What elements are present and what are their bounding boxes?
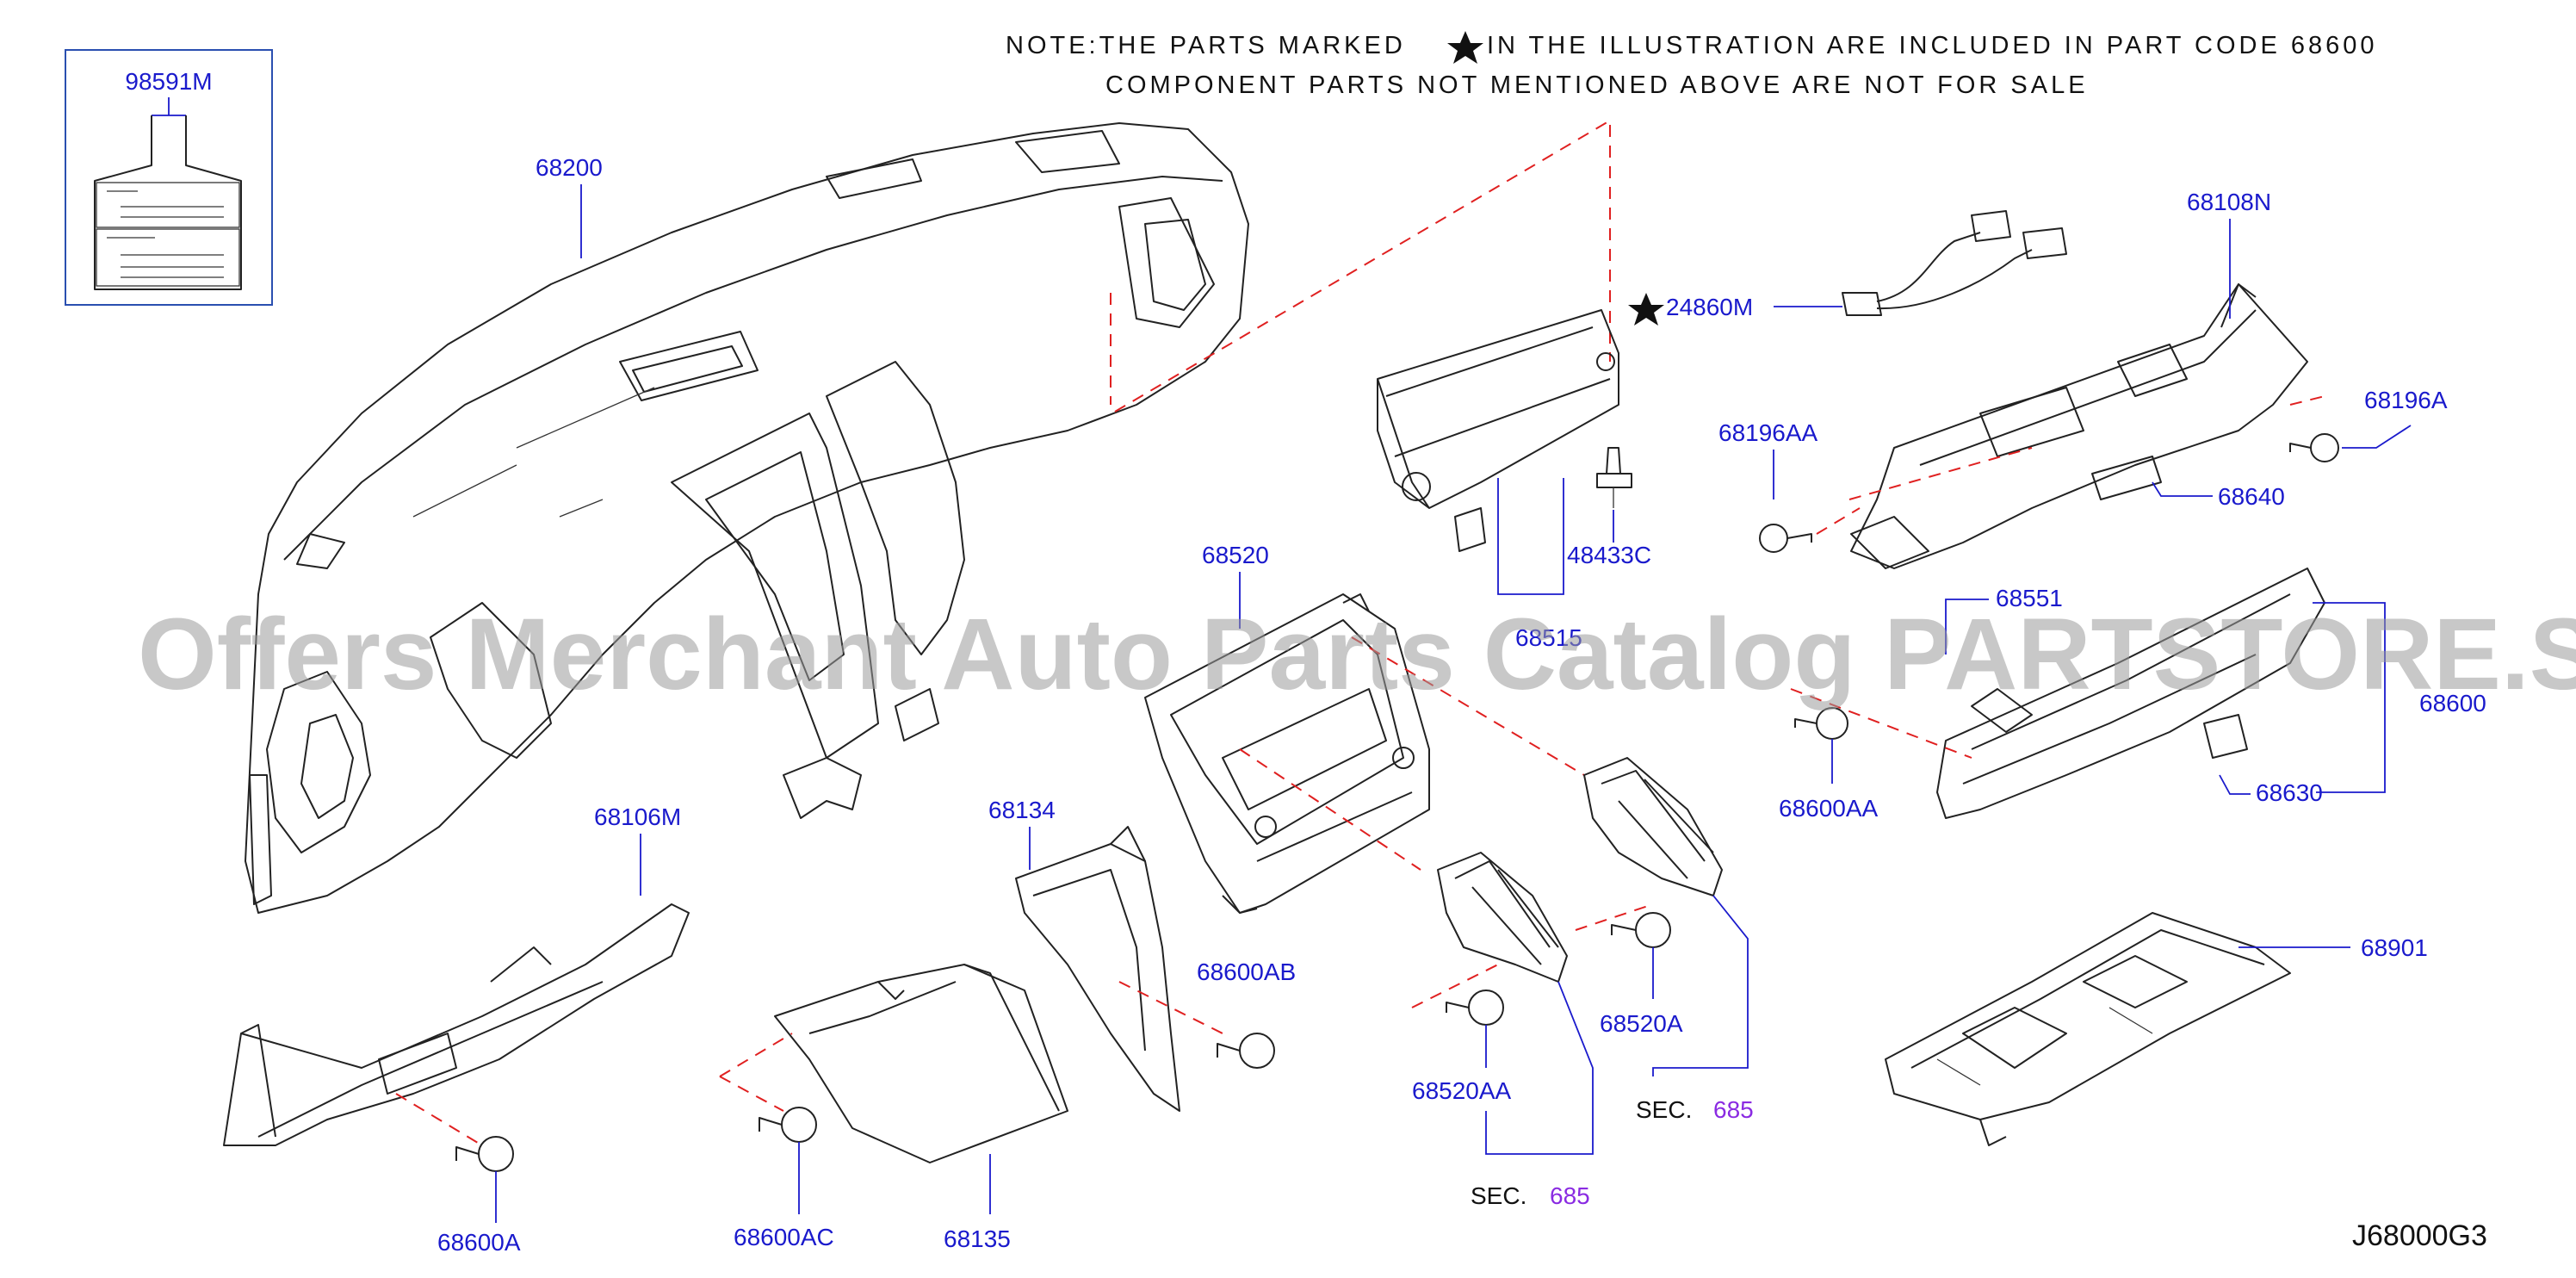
section-label-right: SEC. [1636, 1096, 1692, 1123]
part-label-68630[interactable]: 68630 [2256, 779, 2323, 806]
finisher-68134: 68134 [988, 797, 1180, 1112]
star-icon [1447, 31, 1483, 64]
part-label-68600AA[interactable]: 68600AA [1779, 795, 1879, 822]
part-label-68600A[interactable]: 68600A [437, 1229, 521, 1256]
tray-68901: 68901 [1885, 912, 2428, 1146]
drawing-code: J68000G3 [2352, 1219, 2487, 1252]
section-number-right[interactable]: 685 [1713, 1096, 1754, 1123]
part-label-68640[interactable]: 68640 [2218, 483, 2285, 510]
part-label-68200[interactable]: 68200 [536, 154, 603, 181]
part-label-68600AC[interactable]: 68600AC [734, 1224, 834, 1250]
finisher-68106M: 68106M [223, 803, 690, 1146]
note-line-1-start: NOTE:THE PARTS MARKED [1006, 32, 1406, 59]
part-label-68108N[interactable]: 68108N [2187, 189, 2271, 215]
part-label-68135[interactable]: 68135 [944, 1225, 1011, 1252]
cluster-lid-68520: 68520 [1144, 542, 1430, 914]
glovebox-68600: 68551 68600 68630 [1936, 568, 2486, 819]
section-label-left: SEC. [1471, 1182, 1526, 1209]
watermark: Offers Merchant Auto Parts Catalog PARTS… [138, 598, 2576, 711]
clip-68600AC: 68600AC [734, 1107, 834, 1250]
section-ref-left: SEC. 685 [1471, 981, 1594, 1209]
part-label-68600[interactable]: 68600 [2419, 690, 2486, 717]
harness-24860M: 24860M [1628, 210, 2067, 326]
section-number-left[interactable]: 685 [1550, 1182, 1590, 1209]
part-label-68600AB[interactable]: 68600AB [1197, 958, 1296, 985]
part-label-68520AA[interactable]: 68520AA [1412, 1077, 1512, 1104]
label-box-98591M: 98591M [65, 49, 273, 306]
clip-68196A: 68196A [2289, 387, 2448, 462]
note-line-1-end: IN THE ILLUSTRATION ARE INCLUDED IN PART… [1487, 32, 2378, 59]
cover-68135: 68135 [774, 964, 1068, 1252]
part-label-68134[interactable]: 68134 [988, 797, 1056, 823]
part-label-68196A[interactable]: 68196A [2364, 387, 2448, 413]
note-block: NOTE:THE PARTS MARKED IN THE ILLUSTRATIO… [1006, 31, 2378, 99]
part-label-24860M[interactable]: 24860M [1666, 294, 1753, 320]
part-label-68106M[interactable]: 68106M [594, 803, 681, 830]
bracket-68108N: 68108N 68640 [1850, 189, 2308, 569]
note-line-2: COMPONENT PARTS NOT MENTIONED ABOVE ARE … [1105, 71, 2089, 99]
part-label-98591M[interactable]: 98591M [125, 68, 212, 95]
part-label-68551[interactable]: 68551 [1996, 585, 2063, 611]
clip-68600AB: 68600AB [1197, 958, 1296, 1069]
instrument-panel-68200: 68200 [245, 122, 1249, 914]
clip-68196AA: 68196AA [1718, 419, 1818, 553]
clip-68600A: 68600A [437, 1136, 521, 1256]
star-icon [1628, 293, 1664, 326]
section-ref-right: SEC. 685 [1636, 895, 1754, 1123]
screw-68520A: 68520A [1600, 912, 1683, 1037]
part-label-68520[interactable]: 68520 [1202, 542, 1269, 568]
part-label-48433C[interactable]: 48433C [1567, 542, 1651, 568]
bolt-48433C: 48433C [1567, 447, 1651, 568]
part-label-68520A[interactable]: 68520A [1600, 1010, 1683, 1037]
ventilator-right [1583, 757, 1723, 896]
clip-68600AA: 68600AA [1779, 707, 1879, 822]
part-label-68901[interactable]: 68901 [2361, 934, 2428, 961]
screw-68520AA: 68520AA [1412, 990, 1512, 1104]
airbag-module-68515: 68515 [1377, 309, 1619, 651]
part-label-68196AA[interactable]: 68196AA [1718, 419, 1818, 446]
part-label-68515[interactable]: 68515 [1515, 624, 1582, 651]
ventilator-left [1437, 852, 1568, 983]
